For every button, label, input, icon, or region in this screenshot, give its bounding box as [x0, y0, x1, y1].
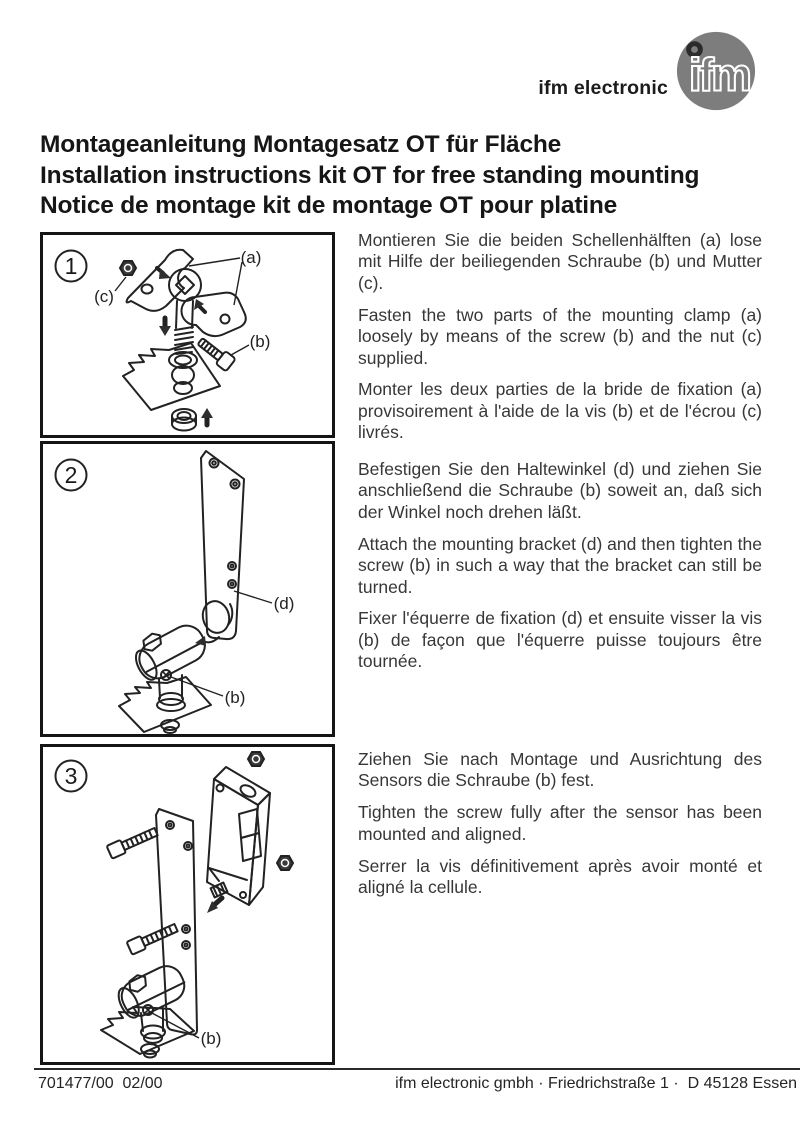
step-number: 1: [65, 253, 78, 279]
sensor-stud: [209, 881, 229, 899]
label-b: (b): [201, 1029, 222, 1048]
step-1-number-circle: [54, 249, 88, 283]
screw-threads: [174, 326, 194, 355]
label-b: (b): [250, 332, 271, 351]
sensor-lens-window: [240, 832, 262, 862]
page-title: Montageanleitung Montagesatz OT für Fläc…: [40, 130, 800, 222]
step-3-text-de: Ziehen Sie nach Montage und Ausrichtung …: [358, 749, 762, 791]
logo-circle: [676, 31, 756, 111]
logo-letters: ifm: [689, 49, 749, 101]
step-2-text-de: Befestigen Sie den Haltewinkel (d) und z…: [358, 459, 762, 522]
nut-c: [118, 260, 138, 276]
fixing-screw-top: [106, 826, 159, 860]
step-2-text: Befestigen Sie den Haltewinkel (d) und z…: [358, 459, 762, 683]
step-1-text-en: Fasten the two parts of the mounting cla…: [358, 304, 762, 368]
step-number: 3: [65, 763, 78, 789]
title-line-en: Installation instructions kit OT for fre…: [40, 161, 700, 189]
step-3-text: Ziehen Sie nach Montage und Ausrichtung …: [358, 749, 762, 909]
logo-ring-icon: [686, 41, 703, 58]
arrow-icon: [211, 895, 225, 908]
step-1-drawing: 1 (a) (c) (b): [54, 248, 271, 432]
step-1-text-de: Montieren Sie die beiden Schellenhälften…: [358, 230, 762, 293]
screw-b: [197, 337, 236, 372]
sensor-nut: [246, 751, 266, 767]
fixing-screw-middle: [126, 922, 179, 956]
label-c: (c): [94, 287, 114, 306]
bracket-plate: [155, 808, 198, 1036]
mounting-plate: [100, 1006, 195, 1055]
title-line-fr: Notice de montage kit de montage OT pour…: [40, 192, 618, 219]
step-3-text-en: Tighten the screw fully after the sensor…: [358, 802, 762, 844]
mounting-clamp: [117, 965, 186, 1019]
step-1-text-fr: Monter les deux parties de la bride de f…: [358, 379, 762, 443]
screw-b-head: [160, 669, 172, 681]
step-2-drawing: 2 (d) (b): [54, 450, 295, 734]
bracket-oval-cutout: [201, 600, 231, 634]
step-3-text-fr: Serrer la vis définitivement après avoir…: [358, 855, 762, 898]
step-number: 2: [65, 462, 78, 488]
mounting-clamp: [134, 624, 206, 681]
clamp-half-top: [125, 248, 194, 312]
step-1-text: Montieren Sie die beiden Schellenhälften…: [358, 230, 762, 454]
mounting-plate: [122, 342, 221, 411]
step-2-number-circle: [54, 458, 88, 492]
step-2-figure: 2 (d) (b): [40, 441, 335, 737]
step-3-drawing: 3 (b): [54, 751, 295, 1059]
sensor-side-face: [248, 792, 271, 906]
company-address: ifm electronic gmbh · Friedrichstraße 1 …: [395, 1075, 797, 1092]
brand-text: ifm electronic: [538, 77, 668, 99]
label-b: (b): [225, 688, 246, 707]
ifm-logo: ifm: [674, 27, 758, 115]
step-3-number-circle: [54, 759, 88, 793]
ifm-logo-graphic: ifm: [676, 31, 756, 111]
step-1-figure: 1 (a) (c) (b): [40, 232, 335, 438]
sensor-nut: [275, 855, 295, 871]
label-d: (d): [274, 594, 295, 613]
arrow-small-icon: [197, 304, 207, 314]
step-2-text-fr: Fixer l'équerre de fixation (d) et ensui…: [358, 608, 762, 672]
step-2-text-en: Attach the mounting bracket (d) and then…: [358, 533, 762, 597]
footer-divider: [34, 1068, 800, 1070]
screw-b-head: [142, 1004, 154, 1016]
mounting-plate: [118, 676, 212, 733]
title-line-de: Montageanleitung Montagesatz OT für Fläc…: [40, 131, 562, 158]
document-number: 701477/00 02/00: [38, 1075, 163, 1092]
label-a: (a): [241, 248, 262, 267]
bracket-d: [200, 450, 245, 641]
step-3-figure: 3 (b): [40, 744, 335, 1065]
